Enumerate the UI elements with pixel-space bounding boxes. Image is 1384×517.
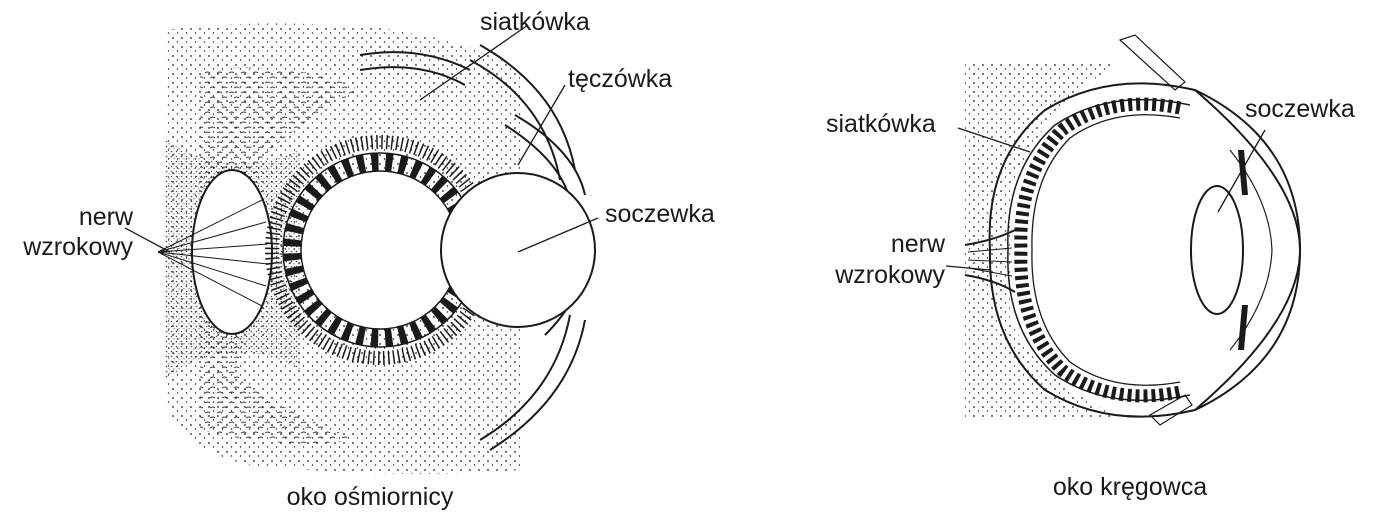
vertebrate-iris-bottom	[1238, 305, 1248, 350]
octopus-label-lens: soczewka	[605, 200, 715, 228]
octopus-eye-interior	[302, 172, 458, 328]
octopus-eye: siatkówka tęczówka soczewka nerw wzrokow…	[22, 8, 715, 511]
octopus-squiggle-tissue	[200, 67, 360, 444]
vertebrate-muscle-top	[1118, 34, 1186, 91]
octopus-label-nerve-line1: nerw	[79, 203, 134, 231]
vertebrate-label-retina: siatkówka	[826, 110, 936, 138]
octopus-leader-lines	[124, 24, 599, 253]
vertebrate-choroid	[1007, 98, 1191, 402]
vertebrate-cornea	[1194, 89, 1302, 411]
vertebrate-muscle-bottom	[1149, 394, 1193, 426]
vertebrate-label-lens: soczewka	[1245, 95, 1355, 123]
octopus-optic-lobe	[191, 169, 273, 335]
octopus-label-nerve-line2: wzrokowy	[22, 233, 133, 261]
vertebrate-tissue	[965, 62, 1120, 418]
vertebrate-optic-nerve	[964, 229, 1016, 293]
vertebrate-eye: siatkówka soczewka nerw wzrokowy oko krę…	[826, 34, 1355, 501]
vertebrate-label-nerve-line1: nerw	[891, 230, 946, 258]
vertebrate-retina	[1014, 97, 1182, 403]
vertebrate-label-nerve-line2: wzrokowy	[834, 261, 945, 289]
vertebrate-iris-top	[1238, 150, 1248, 195]
vertebrate-leader-lines	[945, 127, 1266, 271]
vertebrate-caption: oko kręgowca	[1053, 473, 1207, 501]
octopus-nerve-fibers	[157, 199, 269, 307]
octopus-caption: oko ośmiornicy	[287, 483, 454, 511]
octopus-label-retina: siatkówka	[480, 8, 590, 36]
octopus-label-iris: tęczówka	[568, 65, 672, 93]
octopus-lens	[440, 172, 596, 328]
vertebrate-lens	[1190, 185, 1244, 315]
